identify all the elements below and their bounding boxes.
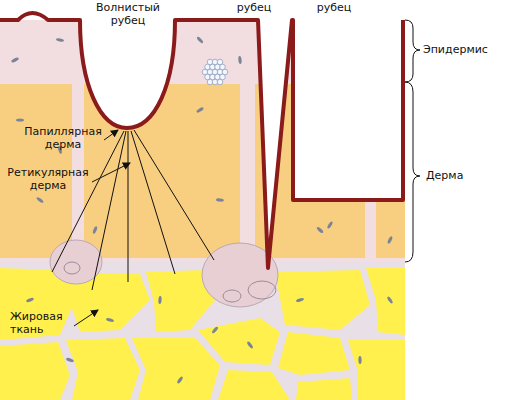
- nucleus: [56, 38, 64, 43]
- cell: [223, 290, 241, 302]
- leader-lines: [74, 130, 130, 326]
- fat-ground: [0, 262, 405, 400]
- part-label: Папиллярная дерма: [22, 125, 104, 151]
- cell: [64, 262, 80, 274]
- scar-label: рубец: [232, 1, 276, 14]
- cell-cluster: [202, 59, 228, 85]
- nucleus: [11, 57, 20, 63]
- nucleus: [316, 226, 324, 234]
- nucleus: [196, 36, 204, 44]
- nucleus: [327, 221, 334, 230]
- cell: [248, 281, 276, 299]
- nucleus: [196, 107, 204, 114]
- epidermis-bracket: [405, 20, 420, 82]
- part-label: Жировая ткань: [10, 310, 72, 336]
- rolling-scar-hole: [80, 19, 175, 128]
- dermis-bracket: [405, 82, 420, 262]
- nucleus: [158, 296, 162, 304]
- air: [0, 0, 405, 18]
- nucleus: [176, 376, 183, 384]
- fat-cells: [0, 268, 405, 400]
- nucleus: [211, 326, 219, 334]
- part-label: Ретикулярная дерма: [6, 166, 90, 192]
- nucleus: [66, 357, 75, 363]
- boxcar-scar-hole: [293, 0, 405, 200]
- layer-label: Эпидермис: [423, 43, 505, 56]
- scar-label: рубец: [312, 1, 356, 14]
- nucleus: [387, 236, 393, 245]
- nucleus: [36, 196, 44, 203]
- nucleus: [216, 198, 224, 202]
- nucleus: [92, 226, 98, 235]
- nucleus: [246, 341, 253, 349]
- nucleus: [26, 297, 35, 303]
- skin-surface: [0, 13, 403, 268]
- nucleus: [386, 296, 393, 304]
- fibre-lines: [52, 130, 214, 290]
- nucleus: [238, 56, 242, 64]
- scar-label: Волнистый рубец: [83, 1, 173, 27]
- nucleus: [296, 297, 305, 302]
- cell: [217, 79, 223, 85]
- layer-label: Дерма: [426, 169, 486, 182]
- nucleus: [16, 118, 24, 121]
- nucleus: [358, 356, 361, 364]
- nucleus: [106, 317, 115, 322]
